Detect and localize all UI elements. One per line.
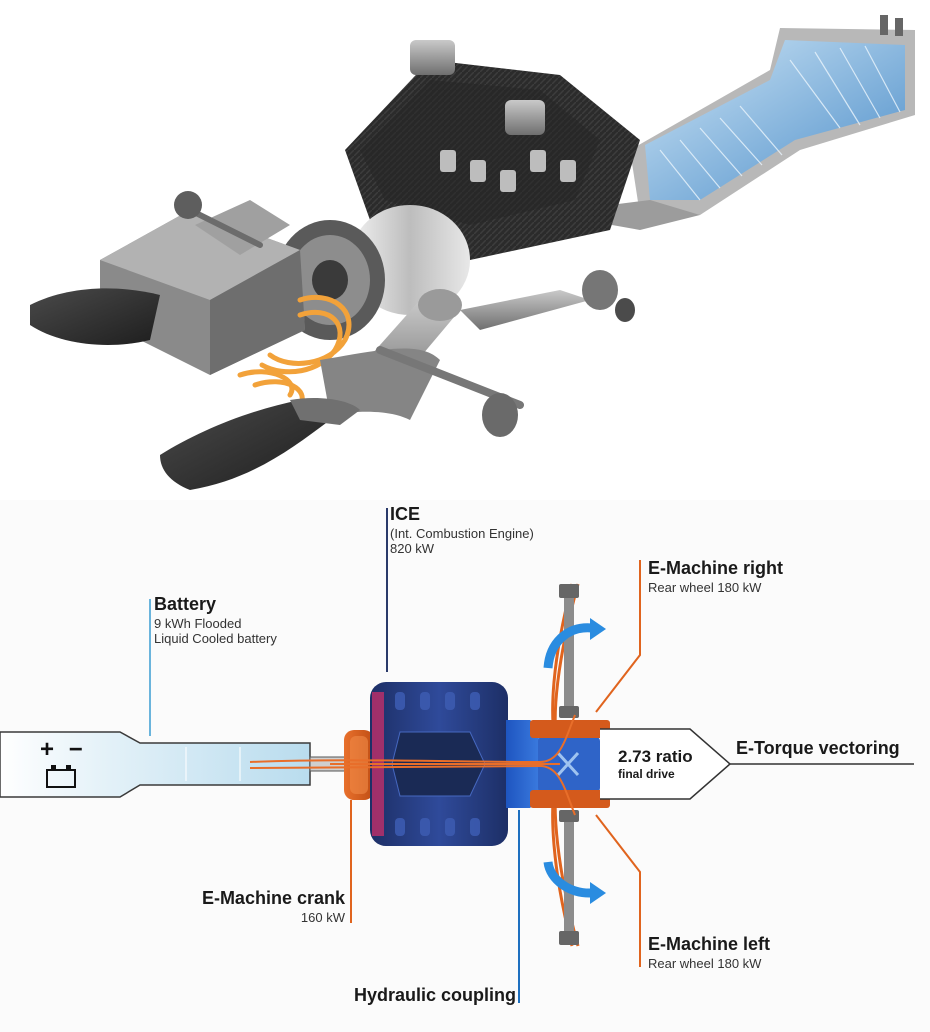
powertrain-schematic: ICE (Int. Combustion Engine) 820 kW Batt…: [0, 500, 930, 1032]
emachine-right-title: E-Machine right: [648, 558, 784, 578]
ratio-value: 2.73 ratio: [618, 747, 693, 766]
emachine-crank-power: 160 kW: [300, 909, 345, 925]
final-drive-chevron: [600, 728, 732, 800]
emachine-right-power: Rear wheel 180 kW: [648, 579, 762, 595]
powertrain-render-illustration: [30, 15, 915, 490]
ice-desc: (Int. Combustion Engine): [390, 525, 534, 541]
battery-icon: [46, 765, 76, 788]
hydraulic-coupling-label: Hydraulic coupling: [354, 985, 516, 1007]
schematic-drawing: [0, 508, 914, 1003]
exhaust-tips-render: [30, 288, 360, 490]
battery-pack-render: [610, 15, 915, 230]
emachine-crank-title: E-Machine crank: [201, 888, 345, 908]
hydraulic-coupling-title: Hydraulic coupling: [353, 985, 516, 1005]
battery-plus: +: [40, 736, 55, 763]
ice-title: ICE: [390, 504, 421, 524]
hv-cables-render: [237, 294, 352, 408]
battery-capacity: 9 kWh Flooded: [154, 615, 242, 631]
ice-power: 820 kW: [390, 541, 435, 557]
ice-label: ICE (Int. Combustion Engine) 820 kW: [390, 504, 534, 557]
powertrain-render: [0, 0, 930, 500]
emachine-left-label: E-Machine left Rear wheel 180 kW: [648, 934, 770, 971]
torque-vectoring-title: E-Torque vectoring: [736, 738, 900, 758]
gearbox-symbol: [530, 720, 610, 808]
hub-render: [174, 191, 202, 219]
exhaust-render: [320, 270, 635, 437]
battery-label: Battery 9 kWh Flooded Liquid Cooled batt…: [154, 594, 277, 647]
gearbox-render: [275, 205, 470, 340]
battery-minus: −: [68, 736, 83, 763]
final-drive-label: 2.73 ratio final drive: [618, 747, 693, 782]
battery-title: Battery: [154, 594, 217, 614]
battery-polarity: + −: [40, 736, 83, 765]
rotation-arrow-icon: [543, 618, 606, 669]
emr-leader-line: [595, 560, 641, 713]
emachine-right-label: E-Machine right Rear wheel 180 kW: [648, 558, 783, 595]
rotation-arrow-icon-lower: [543, 861, 606, 904]
emachine-left-title: E-Machine left: [648, 934, 771, 954]
emachine-left-power: Rear wheel 180 kW: [648, 955, 762, 971]
energy-flow-lines: [249, 714, 576, 816]
battery-type: Liquid Cooled battery: [154, 631, 277, 647]
torque-vectoring-label: E-Torque vectoring: [736, 738, 900, 760]
emachine-crank-label: E-Machine crank 160 kW: [202, 888, 345, 925]
ratio-caption: final drive: [618, 767, 675, 782]
inverter-render: [100, 200, 305, 375]
eml-leader-line: [595, 814, 641, 967]
